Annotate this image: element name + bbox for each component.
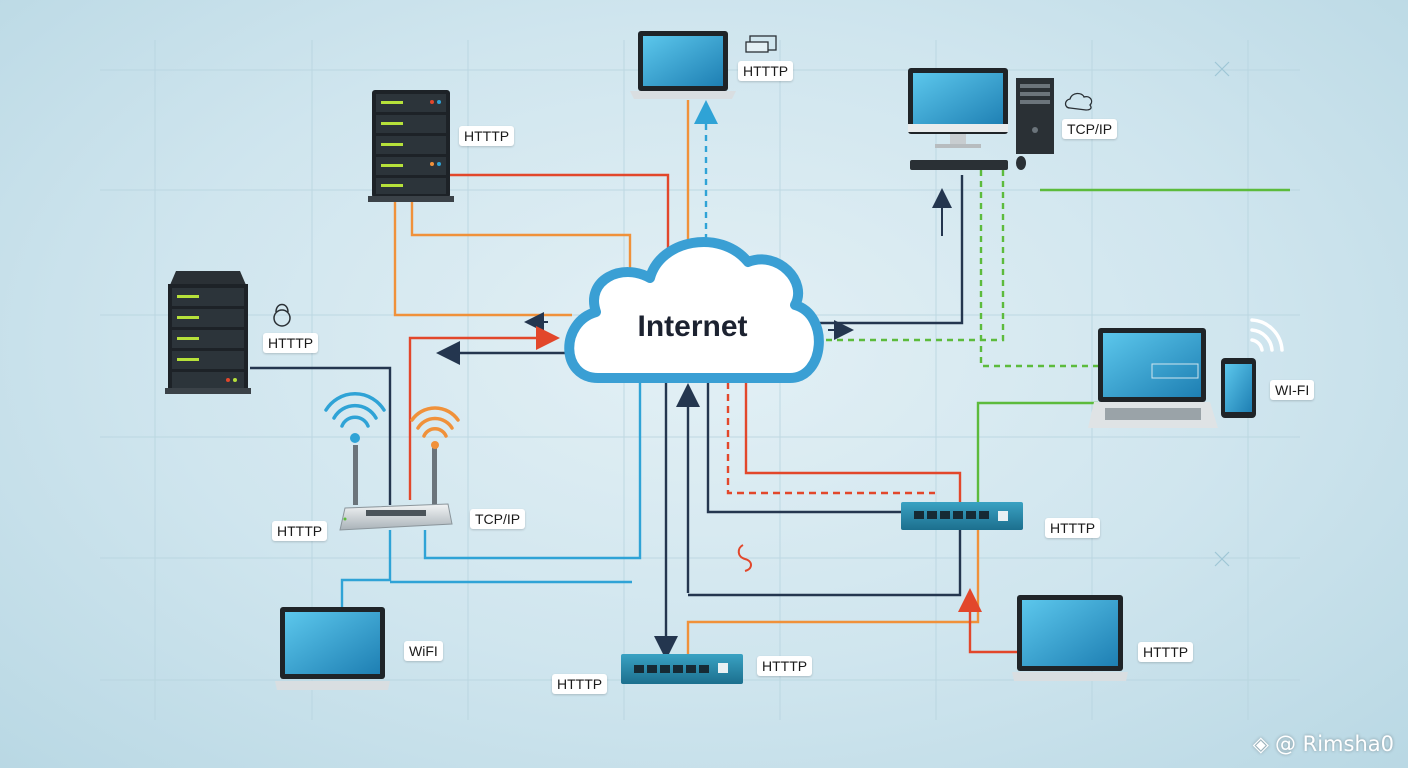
link-cloud-right-switch-navy xyxy=(706,380,905,514)
link-left-server-navy xyxy=(250,366,392,505)
diamond-logo-icon: ◈ xyxy=(1252,732,1269,756)
label-right-laptop: WI-FI xyxy=(1270,380,1315,400)
link-router-blue-right xyxy=(423,380,642,560)
link-red-bottom-right xyxy=(958,588,1020,654)
bottom-right-laptop xyxy=(1012,595,1128,681)
link-icon xyxy=(737,544,752,572)
link-red-dashed xyxy=(726,382,935,495)
link-left-server-orange xyxy=(393,200,572,317)
label-bottom-switch-left: HTTTP xyxy=(552,674,608,694)
link-cloud-desktop-navy xyxy=(808,175,964,325)
right-switch xyxy=(901,502,1023,530)
right-laptop xyxy=(1088,328,1218,428)
bottom-switch xyxy=(621,654,743,684)
link-green-dashed xyxy=(815,170,1005,342)
cloud-title: Internet xyxy=(637,310,748,343)
label-router-left: HTTTP xyxy=(272,521,328,541)
link-orange-bottom xyxy=(686,530,980,655)
watermark-text: @ Rimsha0 xyxy=(1274,732,1394,756)
watermark: ◈@ Rimsha0 xyxy=(1253,732,1394,756)
label-bottom-left-laptop: WiFI xyxy=(404,641,443,661)
network-card-icon xyxy=(745,35,777,53)
label-right-switch: HTTTP xyxy=(1045,518,1101,538)
wifi-orange-icon xyxy=(410,406,460,449)
lock-icon xyxy=(273,303,291,327)
top-laptop xyxy=(630,31,736,99)
decor-crosses xyxy=(1214,61,1230,567)
smartphone xyxy=(1221,358,1256,418)
label-top-laptop: HTTTP xyxy=(738,61,794,81)
cloud-small-icon xyxy=(1064,92,1093,111)
desktop-computer xyxy=(908,68,1054,170)
connections xyxy=(250,100,1290,660)
router xyxy=(339,445,453,531)
link-navy-right-switch xyxy=(688,530,962,597)
label-top-server: HTTTP xyxy=(459,126,515,146)
bottom-left-laptop xyxy=(275,607,390,690)
top-server xyxy=(368,90,454,202)
link-top-server-red xyxy=(450,173,670,265)
label-bottom-right-laptop: HTTTP xyxy=(1138,642,1194,662)
link-top-server-orange xyxy=(410,200,632,285)
link-router-blue-down xyxy=(340,530,392,608)
label-desktop: TCP/IP xyxy=(1062,119,1118,139)
link-router-red xyxy=(408,326,560,500)
internet-cloud[interactable] xyxy=(564,237,824,383)
link-green-right-laptop xyxy=(976,401,1098,505)
label-bottom-switch-right: HTTTP xyxy=(757,656,813,676)
wifi-white-icon xyxy=(1250,318,1284,352)
link-green-dashed-right xyxy=(979,170,1098,368)
label-router-right: TCP/IP xyxy=(470,509,526,529)
label-left-server: HTTTP xyxy=(263,333,319,353)
link-red-right-switch xyxy=(744,382,962,505)
wifi-blue-icon xyxy=(324,392,386,443)
left-server xyxy=(165,271,251,394)
